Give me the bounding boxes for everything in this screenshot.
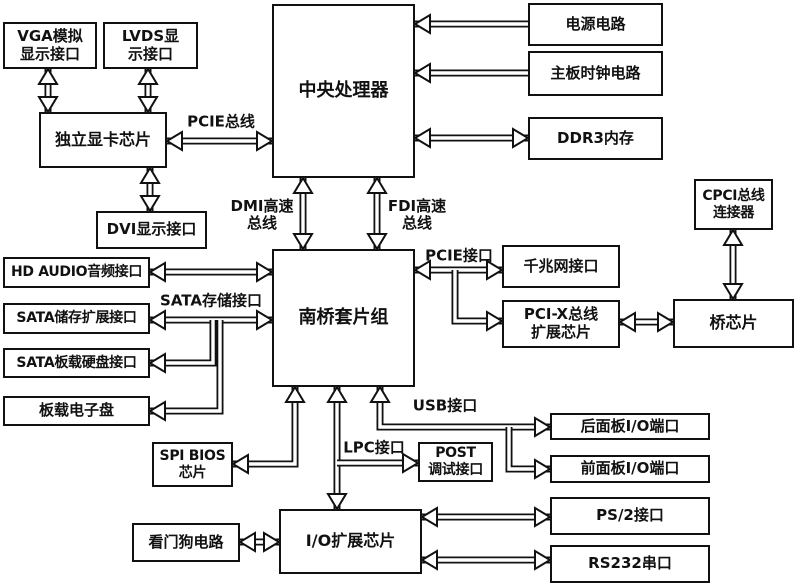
connector-sb-hdaudio [148, 261, 274, 283]
node-cpci-connector: CPCI总线 连接器 [694, 179, 773, 230]
node-sata-onboard-hdd-port: SATA板载硬盘接口 [3, 348, 150, 378]
connector-cpu-sb-dmi [292, 176, 314, 251]
node-cpu: 中央处理器 [272, 4, 415, 178]
connector-branch-sata-hdd [148, 320, 217, 374]
connector-sb-spi-bios [231, 385, 306, 475]
node-rs232-serial-port: RS232串口 [550, 545, 710, 583]
connector-lpc-post [337, 452, 420, 474]
connector-cpu-sb-fdi [366, 176, 388, 251]
label-lpc-interface: LPC接口 [343, 438, 405, 457]
connector-cpu-ddr3 [413, 127, 530, 149]
connector-gpu-dvi [139, 166, 161, 213]
connector-lvds-gpu [137, 67, 159, 114]
node-dvi-display-port: DVI显示接口 [96, 211, 207, 249]
connector-clock-cpu [413, 62, 528, 84]
connector-cpci-bridge [722, 228, 744, 301]
node-post-debug-port: POST 调试接口 [418, 442, 493, 482]
node-watchdog-circuit: 看门狗电路 [132, 523, 240, 562]
node-onboard-edisk: 板载电子盘 [3, 396, 150, 426]
node-southbridge: 南桥套片组 [272, 249, 415, 387]
node-pcix-expansion-chip: PCI-X总线 扩展芯片 [502, 300, 620, 348]
connector-pcix-bridge [618, 311, 675, 333]
label-pcie-interface: PCIE接口 [425, 246, 493, 265]
connector-branch-front-io [505, 427, 552, 480]
node-clock-circuit: 主板时钟电路 [528, 51, 663, 96]
node-rear-panel-io-port: 后面板I/O端口 [550, 413, 710, 440]
node-bridge-chip: 桥芯片 [673, 299, 794, 348]
node-sata-expansion-port: SATA储存扩展接口 [3, 303, 150, 334]
label-dmi-bus: DMI高速 总线 [230, 196, 294, 232]
label-sata-interface: SATA存储接口 [160, 291, 262, 310]
node-vga-display-port: VGA模拟 显示接口 [3, 22, 97, 69]
node-io-expansion-chip: I/O扩展芯片 [279, 509, 422, 574]
label-pcie-bus: PCIE总线 [187, 112, 255, 131]
connector-sb-sata-expansion [148, 309, 274, 331]
label-usb-interface: USB接口 [412, 396, 478, 415]
label-fdi-bus: FDI高速 总线 [387, 196, 447, 232]
node-power-circuit: 电源电路 [528, 3, 663, 46]
connector-power-cpu [413, 13, 528, 35]
connector-watchdog-ioexp [238, 531, 281, 553]
connector-ioexp-rs232 [420, 549, 552, 571]
node-discrete-gpu: 独立显卡芯片 [39, 112, 167, 168]
connector-branch-edisk [148, 320, 224, 422]
node-hd-audio-port: HD AUDIO音频接口 [3, 257, 150, 288]
node-ddr3-memory: DDR3内存 [528, 117, 663, 160]
connector-branch-pcix [451, 270, 504, 332]
node-front-panel-io-port: 前面板I/O端口 [550, 455, 710, 483]
node-gigabit-ethernet-port: 千兆网接口 [502, 245, 620, 288]
node-spi-bios-chip: SPI BIOS 芯片 [152, 442, 233, 487]
node-ps2-port: PS/2接口 [550, 497, 710, 535]
connector-ioexp-ps2 [420, 506, 552, 528]
connector-vga-gpu [37, 67, 59, 114]
node-lvds-display-port: LVDS显 示接口 [103, 22, 198, 69]
connector-gpu-cpu-pcie [165, 130, 274, 152]
